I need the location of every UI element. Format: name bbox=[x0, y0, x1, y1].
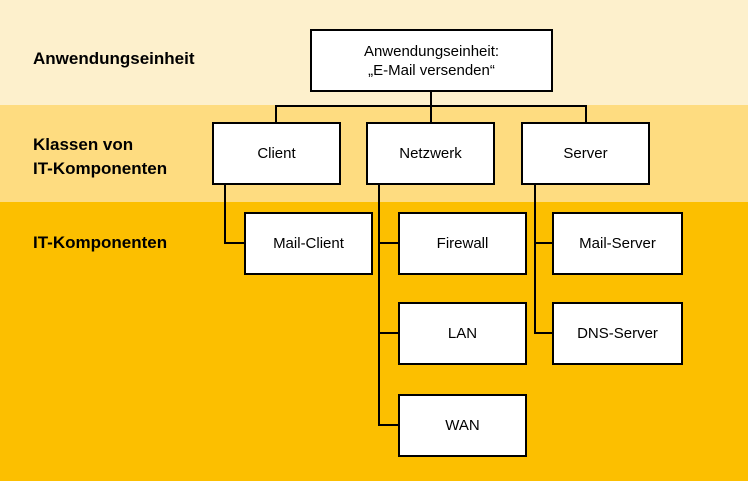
component-node-firewall: Firewall bbox=[398, 212, 527, 275]
connector-to-firewall bbox=[378, 242, 400, 244]
connector-client-trunk bbox=[224, 184, 226, 244]
connector-network-trunk bbox=[378, 184, 380, 426]
component-node-wan: WAN bbox=[398, 394, 527, 457]
connector-to-client bbox=[275, 105, 277, 123]
root-node-line-2: „E-Mail versenden“ bbox=[368, 61, 495, 79]
level-label-application-unit: Anwendungseinheit bbox=[33, 49, 195, 68]
connector-to-wan bbox=[378, 424, 400, 426]
connector-to-dns-server bbox=[534, 332, 554, 334]
root-node-line-1: Anwendungseinheit: bbox=[363, 42, 500, 60]
class-node-client: Client bbox=[212, 122, 341, 185]
class-node-server: Server bbox=[521, 122, 650, 185]
connector-server-trunk bbox=[534, 184, 536, 334]
connector-to-server bbox=[585, 105, 587, 123]
component-node-mail-server: Mail-Server bbox=[552, 212, 683, 275]
connector-to-mail-client bbox=[224, 242, 246, 244]
component-node-dns-server: DNS-Server bbox=[552, 302, 683, 365]
connector-to-network bbox=[430, 105, 432, 123]
class-node-network: Netzwerk bbox=[366, 122, 495, 185]
component-node-mail-client: Mail-Client bbox=[244, 212, 373, 275]
connector-to-mail-server bbox=[534, 242, 554, 244]
level-label-it-components: IT-Komponenten bbox=[33, 233, 168, 252]
connector-to-lan bbox=[378, 332, 400, 334]
component-node-lan: LAN bbox=[398, 302, 527, 365]
level-label-classes-line-1: Klassen von bbox=[33, 135, 134, 154]
level-label-component-classes: Klassen von IT-Komponenten bbox=[33, 133, 167, 181]
level-label-classes-line-2: IT-Komponenten bbox=[33, 159, 168, 178]
root-node: Anwendungseinheit: „E-Mail versenden“ bbox=[310, 29, 553, 92]
connector-root-down bbox=[430, 91, 432, 107]
